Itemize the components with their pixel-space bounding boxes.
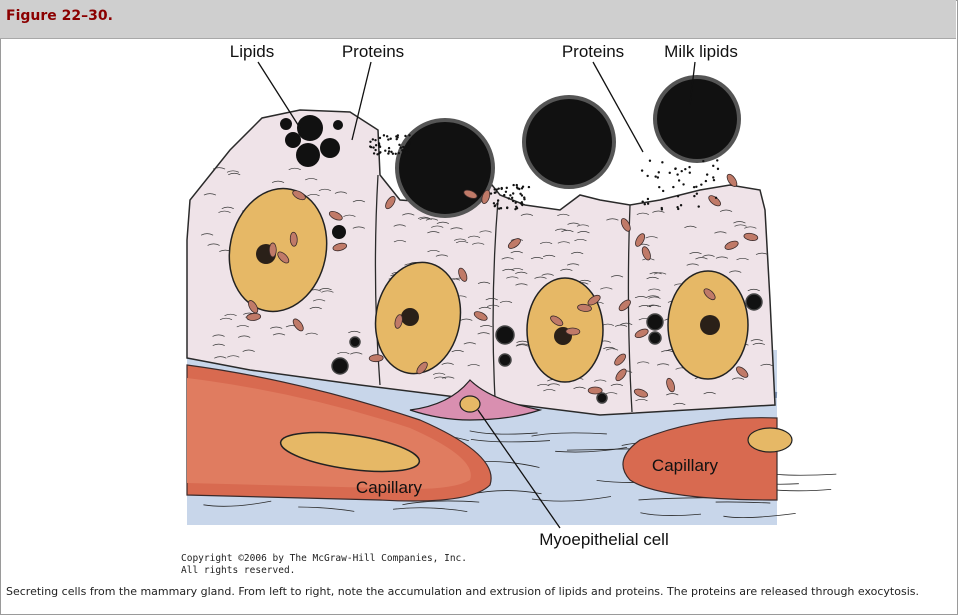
figure-caption: Secreting cells from the mammary gland. … (6, 585, 919, 598)
copyright-line-2: All rights reserved. (181, 565, 296, 576)
capillary-right-shape (622, 417, 778, 501)
mammary-gland-illustration: Lipids Proteins Proteins Milk lipids Cap… (186, 42, 837, 549)
mitochondria (246, 173, 759, 398)
label-proteins-right: Proteins (562, 42, 624, 61)
label-myoepithelial-cell: Myoepithelial cell (539, 530, 668, 549)
illustration-area: Lipids Proteins Proteins Milk lipids Cap… (0, 39, 956, 579)
copyright-notice: Copyright ©2006 by The McGraw-Hill Compa… (181, 553, 467, 577)
myoepithelial-nucleus (459, 395, 481, 413)
label-capillary-right: Capillary (652, 456, 719, 475)
endothelial-nucleus-right (747, 427, 793, 453)
endothelial-nucleus (279, 431, 421, 473)
copyright-line-1: Copyright ©2006 by The McGraw-Hill Compa… (181, 553, 467, 564)
leader-lines (257, 61, 696, 529)
label-lipids: Lipids (230, 42, 274, 61)
epithelial-layer (186, 109, 776, 416)
label-capillary-left: Capillary (356, 478, 423, 497)
milk-lipid-droplets (395, 75, 741, 218)
figure-header: Figure 22–30. (0, 0, 956, 39)
protein-granules (369, 134, 720, 211)
label-proteins-left: Proteins (342, 42, 404, 61)
vesicles (331, 293, 763, 404)
figure-title: Figure 22–30. (6, 8, 113, 24)
label-milk-lipids: Milk lipids (664, 42, 738, 61)
lipid-droplets-cell1 (280, 115, 346, 239)
